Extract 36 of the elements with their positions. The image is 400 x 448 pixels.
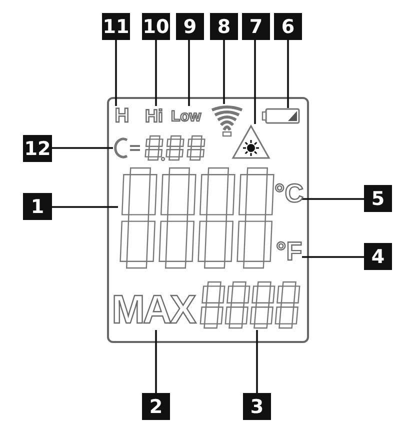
leader-line [302,256,364,258]
mode-indicator: MAX [112,280,194,330]
leader-line [52,206,118,208]
leader-line [155,330,157,393]
leader-line [287,40,289,108]
mode-indicator: Low [167,106,205,126]
callout-number: 6 [274,13,302,40]
callout-number: 10 [142,13,170,40]
leader-line [115,40,117,106]
leader-line [188,40,190,106]
callout-number: 9 [176,13,204,40]
callout-number: 11 [102,13,130,40]
signal-icon [210,104,244,138]
callout-number: 3 [243,393,271,420]
callout-number: 8 [210,13,238,40]
segment-display-drawing [113,134,207,162]
battery-icon [262,108,300,124]
leader-line [223,40,225,104]
unit-symbol: °F [276,234,302,268]
callout-number: 12 [23,135,52,162]
leader-line [155,40,157,106]
leader-line [302,198,364,200]
leader-line [52,147,113,149]
callout-number: 5 [364,185,392,212]
segment-digits-drawing [118,166,276,270]
leader-line [254,40,256,124]
callout-number: 2 [142,393,170,420]
callout-number: 7 [242,13,270,40]
laser-warning-icon [232,124,270,160]
callout-number: 1 [23,193,52,220]
segment-digits-drawing [198,280,302,330]
mode-indicator: Hi [142,106,166,126]
mode-indicator: H [113,106,131,126]
unit-symbol: °C [276,176,302,210]
callout-number: 4 [364,243,392,270]
leader-line [256,330,258,393]
